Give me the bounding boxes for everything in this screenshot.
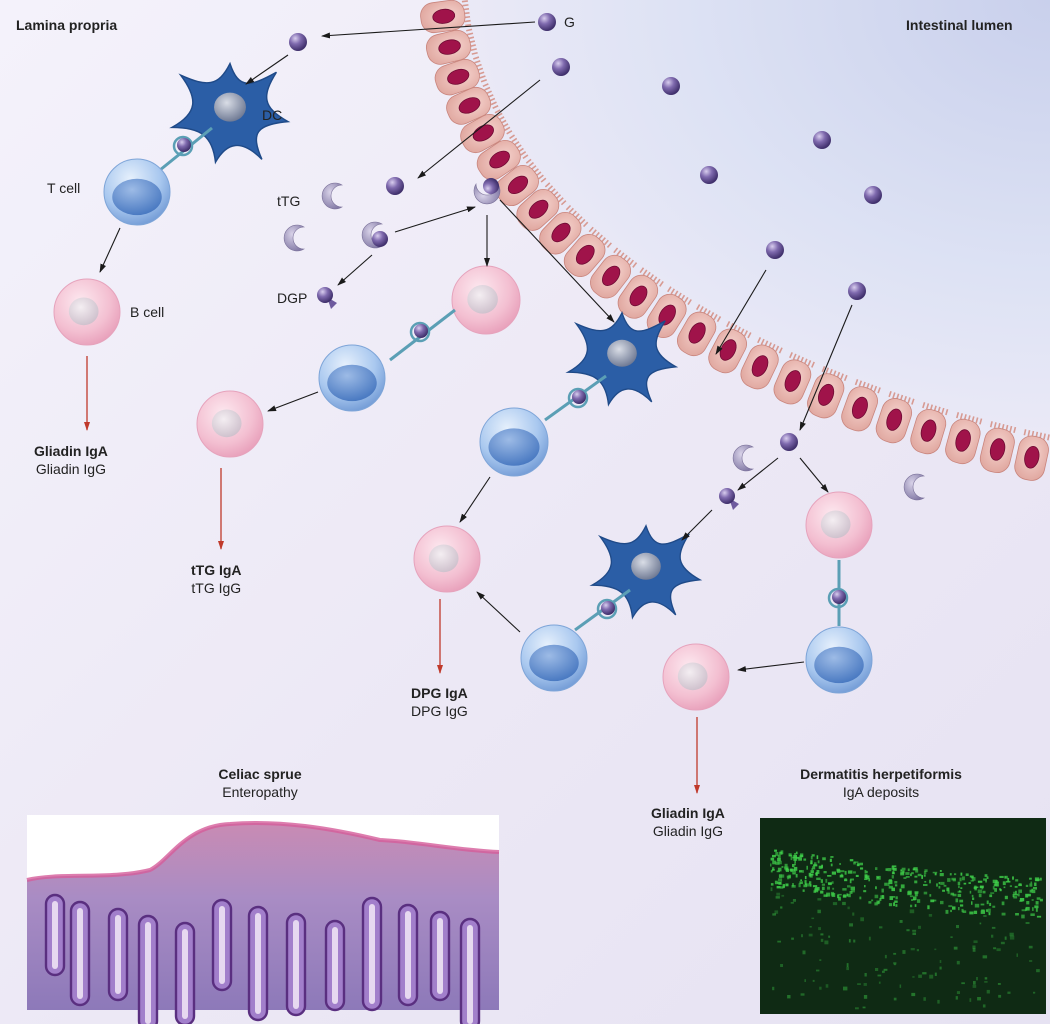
gliadin-particle	[538, 13, 556, 31]
antibody-label-dpg: DPG IgA DPG IgG	[411, 685, 468, 719]
arrow	[337, 254, 373, 286]
arrow	[267, 391, 319, 412]
t-cell	[479, 407, 549, 477]
arrow	[99, 227, 121, 273]
pathway-arrows	[84, 21, 853, 794]
epithelial-nucleus	[438, 39, 461, 55]
dermatitis-caption: Dermatitis herpetiformis IgA deposits	[800, 766, 962, 800]
gliadin-particle	[864, 186, 882, 204]
antigen-presentation-synapse	[574, 588, 631, 632]
antibody-label-gliadin-1: Gliadin IgA Gliadin IgG	[34, 443, 108, 477]
gliadin-particle	[662, 77, 680, 95]
arrow	[321, 21, 536, 39]
epithelial-nucleus	[489, 150, 510, 169]
epithelial-nucleus	[920, 419, 937, 442]
celiac-sprue-caption: Celiac sprue Enteropathy	[218, 766, 302, 800]
arrow	[799, 304, 853, 431]
dgp-label: DGP	[277, 290, 308, 306]
arrow	[737, 661, 805, 673]
b-cell	[805, 491, 873, 559]
antigen-presentation-synapse	[827, 560, 849, 626]
ttg-label: tTG	[277, 193, 301, 209]
gliadin-particle	[386, 177, 404, 195]
epithelial-nucleus	[575, 244, 595, 265]
arrow	[737, 457, 779, 491]
epithelial-nucleus	[989, 438, 1006, 461]
gliadin-particle	[700, 166, 718, 184]
arrow	[499, 199, 615, 323]
b-cell	[662, 643, 730, 711]
antigen-presentation-synapse	[389, 308, 456, 362]
ttg-enzyme	[732, 444, 754, 472]
antigen-presentation-synapse	[544, 374, 607, 422]
antibody-label-ttg: tTG IgA tTG IgG	[191, 562, 242, 596]
dendritic-cell-label: DC	[262, 107, 283, 123]
antibody-label-gliadin-2: Gliadin IgA Gliadin IgG	[651, 805, 725, 839]
t-cell	[318, 344, 386, 412]
t-cell	[805, 626, 873, 694]
epithelial-nucleus	[507, 175, 529, 195]
dgp-peptide	[317, 287, 337, 309]
b-cell	[451, 265, 521, 335]
b-cell-label: B cell	[130, 304, 165, 320]
epithelial-nucleus	[602, 265, 621, 286]
gliadin-particle	[766, 241, 784, 259]
intestinal-epithelium	[440, 0, 1050, 460]
epithelial-nucleus	[751, 355, 769, 377]
b-cell	[53, 278, 121, 346]
epithelial-nucleus	[528, 199, 549, 219]
epithelial-nucleus	[886, 408, 903, 431]
t-cell	[103, 158, 171, 226]
ttg-gliadin-complex	[473, 178, 501, 205]
arrow	[459, 476, 491, 523]
arrow	[245, 54, 289, 85]
gliadin-particle	[848, 282, 866, 300]
epithelial-nucleus	[688, 322, 706, 344]
epithelial-nucleus	[629, 285, 648, 307]
epithelial-nucleus	[458, 97, 481, 114]
epithelial-nucleus	[1024, 446, 1040, 469]
epithelial-nucleus	[955, 429, 971, 452]
arrow	[799, 457, 829, 493]
gliadin-particle	[813, 131, 831, 149]
dermatitis-immunofluorescence-image	[760, 818, 1046, 1014]
b-cell	[413, 525, 481, 593]
epithelial-nucleus	[851, 396, 868, 419]
ttg-enzyme	[283, 224, 305, 252]
arrow	[394, 206, 476, 233]
t-cell-label: T cell	[47, 180, 81, 196]
epithelial-nucleus	[817, 383, 835, 406]
ttg-enzyme	[321, 182, 343, 210]
b-cell	[196, 390, 264, 458]
gliadin-particle	[780, 433, 798, 451]
intestinal-lumen-label: Intestinal lumen	[906, 17, 1013, 33]
gliadin-label: G	[564, 14, 575, 30]
arrow	[715, 269, 767, 355]
arrow	[417, 79, 541, 179]
epithelial-cells	[420, 0, 1050, 481]
arrow	[476, 591, 521, 633]
epithelial-nucleus	[432, 8, 456, 24]
antigen-presentation-synapse	[159, 126, 213, 172]
ttg-enzyme	[903, 473, 925, 501]
gliadin-particle	[289, 33, 307, 51]
epithelial-nucleus	[551, 222, 571, 243]
celiac-histology-image	[26, 815, 500, 1024]
epithelial-nucleus	[447, 68, 470, 85]
lamina-propria-label: Lamina propria	[16, 17, 118, 33]
epithelial-nucleus	[784, 370, 801, 392]
dgp-peptide	[719, 488, 739, 510]
ttg-gliadin-complex	[361, 221, 388, 249]
t-cell	[520, 624, 588, 692]
arrow	[681, 509, 713, 541]
gliadin-particle	[552, 58, 570, 76]
